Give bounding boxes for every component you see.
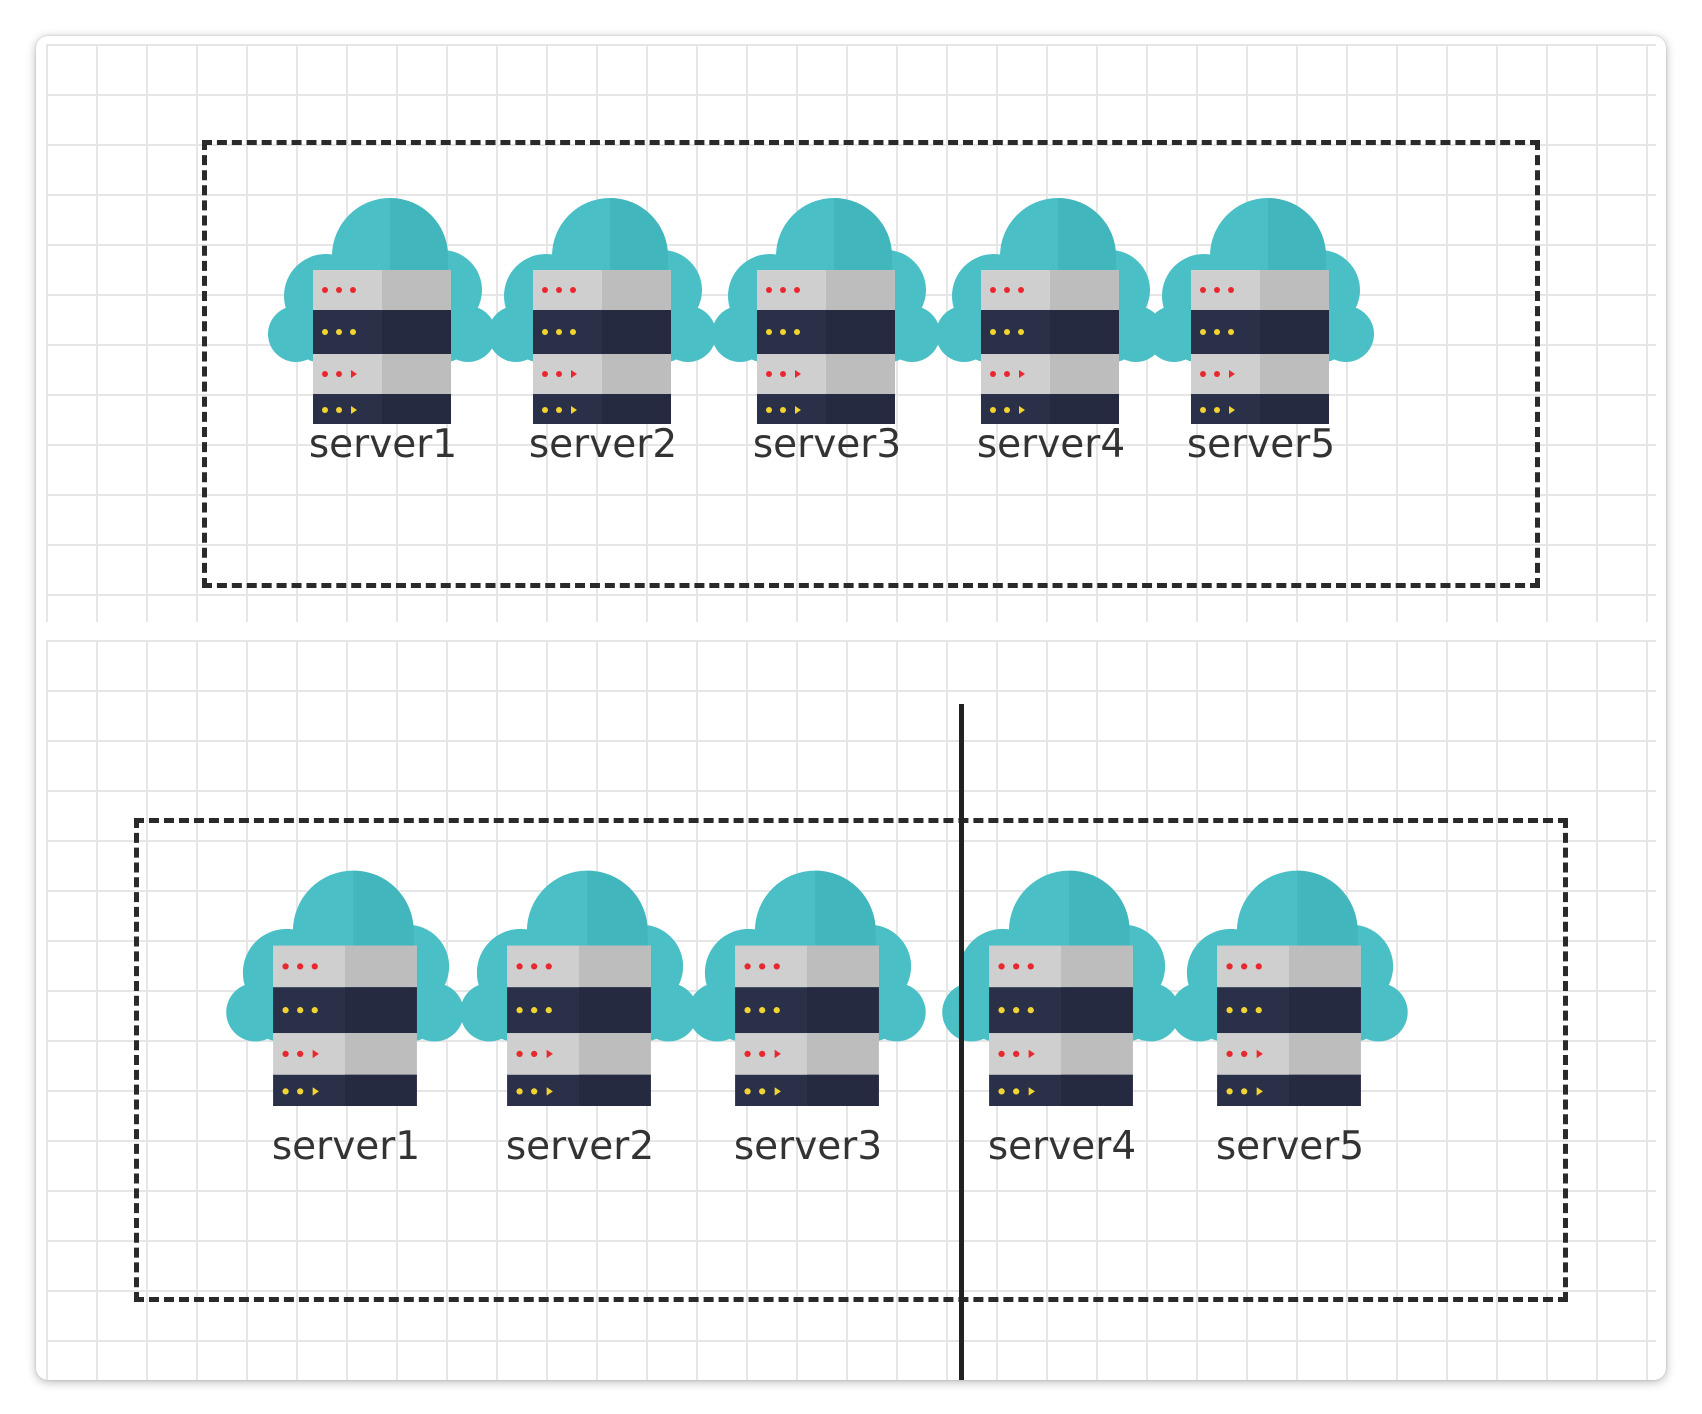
- server-node[interactable]: server2: [460, 856, 700, 1169]
- server-node[interactable]: server3: [688, 856, 928, 1169]
- server-node[interactable]: server2: [488, 184, 718, 467]
- cloud-server-icon: [1146, 184, 1376, 424]
- partition-divider-line[interactable]: [959, 704, 964, 1380]
- server-node[interactable]: server4: [942, 856, 1182, 1169]
- server-node[interactable]: server1: [226, 856, 466, 1169]
- cluster-frame-top[interactable]: [202, 140, 1540, 588]
- server-label: server2: [528, 422, 678, 467]
- cloud-server-icon: [1170, 856, 1410, 1106]
- server-label: server5: [1186, 422, 1336, 467]
- cloud-server-icon: [226, 856, 466, 1106]
- cloud-server-icon: [942, 856, 1182, 1106]
- server-node[interactable]: server5: [1170, 856, 1410, 1169]
- cloud-server-icon: [688, 856, 928, 1106]
- cloud-server-icon: [268, 184, 498, 424]
- server-label: server4: [976, 422, 1126, 467]
- server-node[interactable]: server4: [936, 184, 1166, 467]
- server-label: server5: [1215, 1124, 1365, 1169]
- server-node[interactable]: server3: [712, 184, 942, 467]
- server-node[interactable]: server1: [268, 184, 498, 467]
- cloud-server-icon: [460, 856, 700, 1106]
- cluster-frame-bottom[interactable]: [134, 818, 1568, 1302]
- cloud-server-icon: [712, 184, 942, 424]
- server-label: server3: [733, 1124, 883, 1169]
- cloud-server-icon: [936, 184, 1166, 424]
- cloud-server-icon: [488, 184, 718, 424]
- server-label: server1: [308, 422, 458, 467]
- server-label: server4: [987, 1124, 1137, 1169]
- server-label: server1: [271, 1124, 421, 1169]
- server-label: server3: [752, 422, 902, 467]
- diagram-canvas: server1 server2 server3 server4 server5 …: [36, 36, 1666, 1380]
- server-label: server2: [505, 1124, 655, 1169]
- server-node[interactable]: server5: [1146, 184, 1376, 467]
